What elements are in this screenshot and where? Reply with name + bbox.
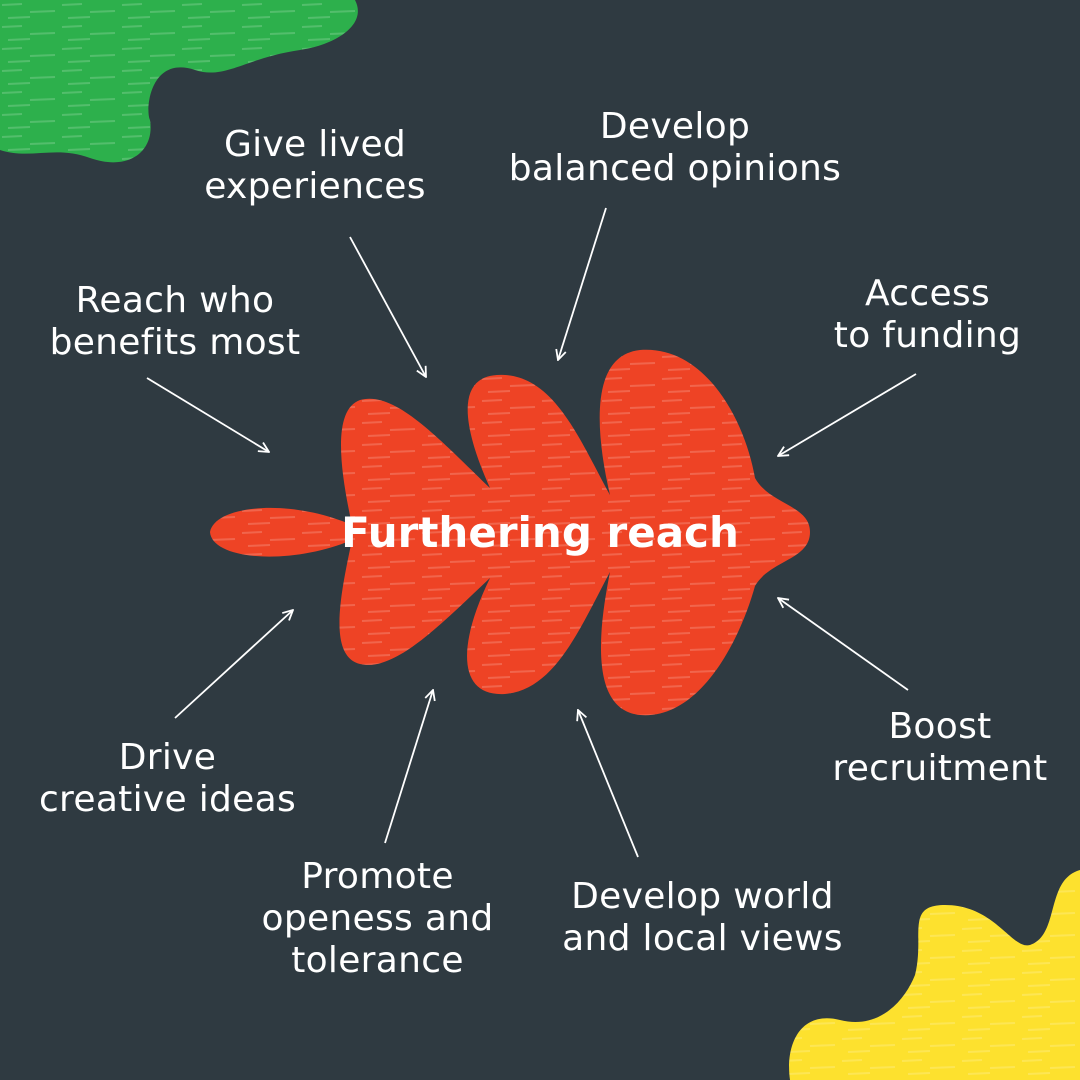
label-develop-world-and-local-views: Develop world and local views (550, 876, 855, 960)
label-boost-recruitment: Boost recruitment (820, 706, 1060, 790)
label-promote-openess-and-tolerance: Promote openess and tolerance (250, 856, 505, 982)
label-line: Develop (599, 106, 751, 147)
label-line: Promote (301, 856, 454, 897)
center-title: Furthering reach (341, 508, 739, 557)
yellow-leaf-decoration (789, 870, 1080, 1080)
label-line: benefits most (49, 322, 301, 363)
arrow-give-lived-experiences (349, 236, 426, 377)
label-give-lived-experiences: Give lived experiences (195, 124, 435, 208)
center-leaf (210, 349, 810, 716)
label-line: creative ideas (38, 779, 297, 820)
label-line: tolerance (291, 940, 464, 981)
label-line: experiences (204, 166, 426, 207)
arrow-boost-recruitment (778, 598, 909, 691)
arrows (146, 207, 917, 858)
label-line: Boost (888, 706, 992, 747)
label-reach-who-benefits-most: Reach who benefits most (40, 280, 310, 364)
label-line: Drive (118, 737, 217, 778)
label-drive-creative-ideas: Drive creative ideas (30, 737, 305, 821)
label-access-to-funding: Access to funding (820, 273, 1035, 357)
arrow-develop-balanced-opinions (558, 207, 607, 360)
green-leaf-decoration (0, 0, 358, 163)
label-line: Give lived (223, 124, 407, 165)
arrow-access-to-funding (778, 373, 917, 456)
arrow-promote-openess-and-tolerance (384, 690, 433, 844)
label-line: Develop world (571, 876, 834, 917)
label-line: Reach who (75, 280, 275, 321)
label-line: recruitment (832, 748, 1048, 789)
label-develop-balanced-opinions: Develop balanced opinions (500, 106, 850, 190)
label-line: to funding (833, 315, 1022, 356)
arrow-drive-creative-ideas (174, 610, 293, 719)
label-line: Access (864, 273, 991, 314)
arrow-reach-who-benefits-most (146, 377, 269, 452)
label-line: and local views (562, 918, 843, 959)
label-line: balanced opinions (508, 148, 842, 189)
arrow-develop-world-and-local-views (578, 710, 639, 858)
label-line: openess and (261, 898, 494, 939)
